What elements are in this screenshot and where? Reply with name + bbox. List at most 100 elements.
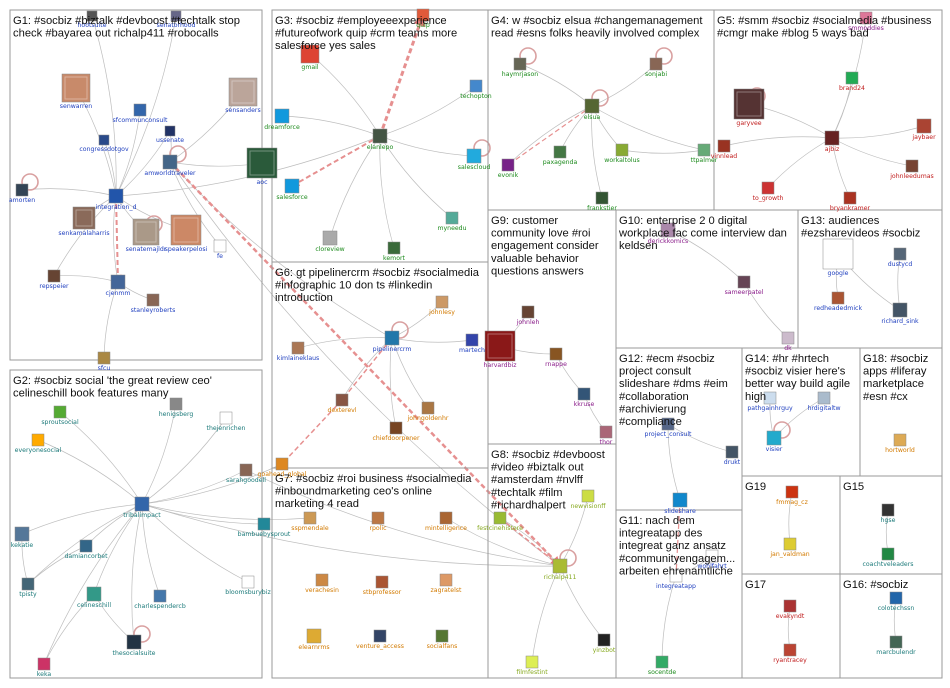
node-everyonesocial[interactable]: everyonesocial: [15, 433, 62, 454]
node-smmoddies[interactable]: smmoddies: [848, 11, 884, 32]
node-richard-sink[interactable]: richard_sink: [881, 302, 919, 325]
node-ajbiz[interactable]: ajbiz: [824, 130, 840, 153]
node-socialfans[interactable]: socialfans: [427, 629, 458, 650]
node-sspmendale[interactable]: sspmendale: [291, 511, 329, 532]
node-quip[interactable]: quip: [416, 8, 430, 29]
node-senatorhood[interactable]: senatorhood: [157, 10, 196, 29]
node-drukt[interactable]: drukt: [724, 445, 741, 466]
node-jan-valdman[interactable]: jan_valdman: [769, 537, 810, 558]
node-rnappe[interactable]: rnappe: [545, 347, 567, 368]
node-colotechssn[interactable]: colotechssn: [878, 591, 915, 612]
node-kkruse[interactable]: kkruse: [574, 387, 595, 408]
node-slideshare[interactable]: slideshare: [664, 492, 696, 515]
node-repspeier[interactable]: repspeier: [39, 269, 69, 290]
node-cloreview[interactable]: cloreview: [315, 230, 345, 253]
node-sfcu[interactable]: sfcu: [98, 351, 111, 372]
node-damiancorbet[interactable]: damiancorbet: [64, 539, 108, 560]
node-hortworld[interactable]: hortworld: [885, 433, 915, 454]
node-wohlfahrt[interactable]: wohlfahrt: [697, 549, 727, 570]
node-chiefdoorpener[interactable]: chiefdoorpener: [372, 421, 420, 442]
node-fe[interactable]: fe: [213, 239, 227, 260]
node-vinnlead[interactable]: vinnlead: [711, 139, 738, 160]
node-socentde[interactable]: socentde: [648, 655, 676, 676]
node-integreatapp[interactable]: integreatapp: [656, 569, 696, 590]
node-derickkomics[interactable]: derickkomics: [648, 222, 689, 245]
node-salesforce[interactable]: salesforce: [276, 178, 308, 201]
node-thor[interactable]: thor: [600, 425, 613, 446]
node-elearnrms[interactable]: elearnrms: [298, 628, 330, 651]
node-salescloud[interactable]: salescloud: [458, 148, 491, 171]
node-johnleh[interactable]: johnleh: [516, 305, 540, 326]
node-johnlesy[interactable]: johnlesy: [428, 295, 455, 316]
node-hgse[interactable]: hgse: [881, 503, 896, 524]
node-sarahgoodell[interactable]: sarahgoodell: [226, 463, 266, 484]
node-senkamalaharris[interactable]: senkamalaharris: [58, 206, 110, 237]
node-hrdigitaltw[interactable]: hrdigitaltw: [807, 391, 841, 412]
node-dreamforce[interactable]: dreamforce: [264, 108, 300, 131]
node-kimlaineklaus[interactable]: kimlaineklaus: [277, 341, 320, 362]
node-martech[interactable]: martech: [459, 333, 485, 354]
node-senwarren[interactable]: senwarren: [60, 73, 92, 110]
node-jaybaer[interactable]: jaybaer: [911, 118, 936, 141]
node-goahead-global[interactable]: goahead_global: [258, 457, 307, 478]
node-johnleedumas[interactable]: johnleedumas: [889, 159, 934, 180]
node-amorten[interactable]: amorten: [9, 183, 35, 204]
node-filmfestint[interactable]: filmfestint: [516, 655, 548, 676]
node-johngoldenhr[interactable]: johngoldenhr: [407, 401, 449, 422]
node-to-growth[interactable]: to_growth: [753, 181, 784, 202]
node-bloomsburybiz[interactable]: bloomsburybiz: [225, 575, 271, 596]
node-workaltolus[interactable]: workaltolus: [604, 143, 640, 164]
node-coachtveleaders[interactable]: coachtveleaders: [862, 547, 914, 568]
node-yinzbot[interactable]: yinzbot: [593, 633, 616, 654]
node-sonjabi[interactable]: sonjabi: [645, 57, 667, 78]
node-tribalimpact[interactable]: tribalimpact: [123, 496, 161, 519]
node-congressdotgov[interactable]: congressdotgov: [79, 134, 129, 153]
node-newvisionff[interactable]: newvisionff: [570, 489, 606, 510]
node-venture-access[interactable]: venture_access: [356, 629, 404, 650]
node-dk[interactable]: dk: [781, 331, 795, 352]
node-hootsuite[interactable]: hootsuite: [77, 10, 107, 29]
node-charlespendercb[interactable]: charlespendercb: [134, 589, 186, 610]
node-aoc[interactable]: aoc: [246, 147, 278, 186]
node-visier[interactable]: visier: [766, 430, 783, 453]
node-speakerpelosi[interactable]: speakerpelosi: [165, 214, 208, 253]
node-sproutsocial[interactable]: sproutsocial: [41, 405, 79, 426]
node-integration-d[interactable]: integration_d: [95, 188, 137, 211]
node-marcbulendr[interactable]: marcbulendr: [876, 635, 916, 656]
node-thesocialsuite[interactable]: thesocialsuite: [113, 634, 156, 657]
node-celineschill[interactable]: celineschill: [77, 586, 111, 609]
node-cjenmm[interactable]: cjenmm: [106, 274, 131, 297]
node-ttpalmer[interactable]: ttpalmer: [691, 143, 718, 164]
node-kemort[interactable]: kemort: [383, 241, 406, 262]
node-senatemajldr[interactable]: senatemajldr: [126, 218, 167, 253]
node-verachesin[interactable]: verachesin: [305, 573, 339, 594]
node-sfcommunconsult[interactable]: sfcommunconsult: [113, 103, 168, 124]
node-richalp411[interactable]: richalp411: [544, 558, 577, 581]
node-keka[interactable]: keka: [37, 657, 52, 678]
node-rpolic[interactable]: rpolic: [369, 511, 387, 532]
node-evonik[interactable]: evonik: [498, 158, 519, 179]
node-festcinehistere[interactable]: festcinehistere: [477, 511, 523, 532]
node-google[interactable]: google: [822, 238, 854, 277]
node-mintelligence[interactable]: mintelligence: [425, 511, 467, 532]
node-bryankramer[interactable]: bryankramer: [830, 191, 871, 212]
node-brand24[interactable]: brand24: [839, 71, 865, 92]
node-gmail[interactable]: gmail: [300, 44, 320, 71]
node-sensanders[interactable]: sensanders: [225, 77, 261, 114]
node-evakyndt[interactable]: evakyndt: [776, 599, 805, 620]
node-dexterevl[interactable]: dexterevl: [327, 393, 357, 414]
node-amworldtraveler[interactable]: amworldtraveler: [144, 154, 196, 177]
node-paxagenda[interactable]: paxagenda: [543, 145, 578, 166]
node-haymrjason[interactable]: haymrjason: [502, 57, 538, 78]
node-henigsberg[interactable]: henigsberg: [159, 397, 194, 418]
node-elanlepo[interactable]: elanlepo: [367, 128, 394, 151]
node-kekatie[interactable]: kekatie: [11, 526, 34, 549]
node-project-consult[interactable]: project_consult: [645, 417, 693, 438]
node-myneedu[interactable]: myneedu: [437, 211, 467, 232]
node-bambuebysprout[interactable]: bambuebysprout: [238, 517, 291, 538]
node-ussenate[interactable]: ussenate: [156, 125, 184, 144]
node-sameerpatel[interactable]: sameerpatel: [725, 275, 764, 296]
node-tpisty[interactable]: tpisty: [19, 577, 37, 598]
node-zagratelst[interactable]: zagratelst: [431, 573, 462, 594]
node-hbr[interactable]: harvardbiz: [484, 330, 517, 369]
